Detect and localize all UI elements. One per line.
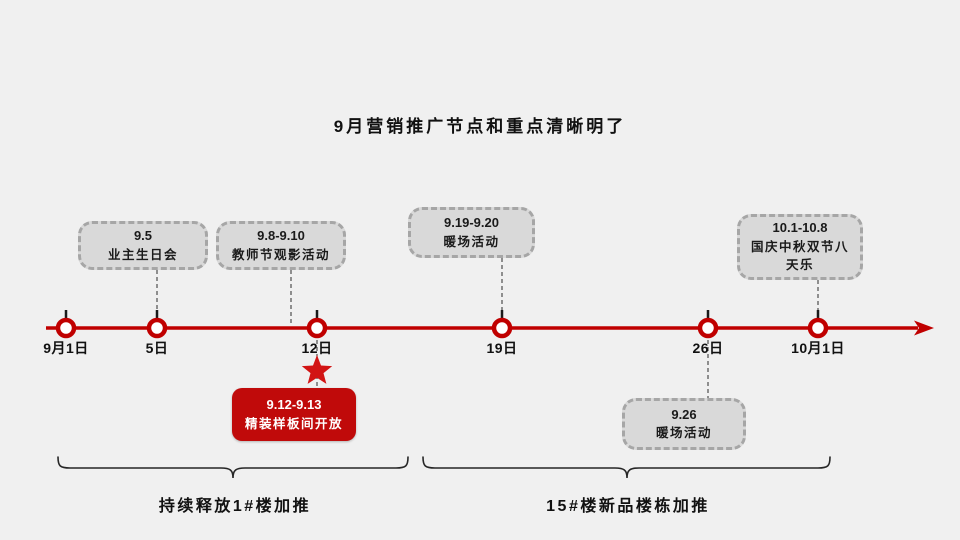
- event-card-teachers-day-movie: 9.8-9.10 教师节观影活动: [216, 221, 346, 270]
- brace-right: [422, 456, 831, 479]
- event-title: 精装样板间开放: [244, 416, 343, 431]
- phase-label-building15: 15#楼新品楼栋加推: [546, 498, 710, 515]
- axis-date-label: 12日: [301, 340, 333, 356]
- brace-left: [57, 456, 409, 479]
- node-ticks: [64, 310, 820, 319]
- event-date: 9.19-9.20: [444, 215, 499, 231]
- node-marker: [491, 317, 513, 339]
- axis-date-label: 10月1日: [791, 340, 845, 356]
- node-marker: [306, 317, 328, 339]
- timeline-nodes: [55, 317, 829, 339]
- star-icon: [301, 355, 333, 384]
- axis-date-label: 26日: [692, 340, 724, 356]
- page-title: 9月营销推广节点和重点清晰明了: [333, 117, 627, 136]
- node-marker: [807, 317, 829, 339]
- phase-braces: [57, 456, 831, 479]
- axis-date-label: 5日: [145, 340, 169, 356]
- event-title: 暖场活动: [655, 426, 712, 441]
- event-date: 10.1-10.8: [772, 220, 828, 236]
- axis-date-label: 19日: [486, 340, 518, 356]
- event-title: 教师节观影活动: [231, 247, 330, 262]
- event-title: 暖场活动: [443, 234, 500, 249]
- event-card-warmup-919: 9.19-9.20 暖场活动: [408, 207, 535, 258]
- node-marker: [55, 317, 77, 339]
- event-card-national-day: 10.1-10.8 国庆中秋双节八天乐: [737, 214, 863, 280]
- node-marker: [697, 317, 719, 339]
- event-card-owner-birthday: 9.5 业主生日会: [78, 221, 208, 270]
- event-date: 9.8-9.10: [257, 228, 305, 244]
- event-date: 9.5: [133, 228, 153, 244]
- event-date: 9.26: [671, 406, 697, 422]
- axis-date-label: 9月1日: [43, 340, 89, 356]
- phase-label-building1: 持续释放1#楼加推: [158, 498, 312, 515]
- arrowhead-icon: [914, 320, 934, 336]
- event-card-showroom-open-highlight: 9.12-9.13 精装样板间开放: [232, 388, 356, 441]
- event-title: 业主生日会: [107, 247, 178, 262]
- event-title: 国庆中秋双节八天乐: [750, 240, 849, 273]
- node-marker: [146, 317, 168, 339]
- event-date: 9.12-9.13: [266, 397, 322, 413]
- event-card-warmup-926: 9.26 暖场活动: [622, 398, 746, 450]
